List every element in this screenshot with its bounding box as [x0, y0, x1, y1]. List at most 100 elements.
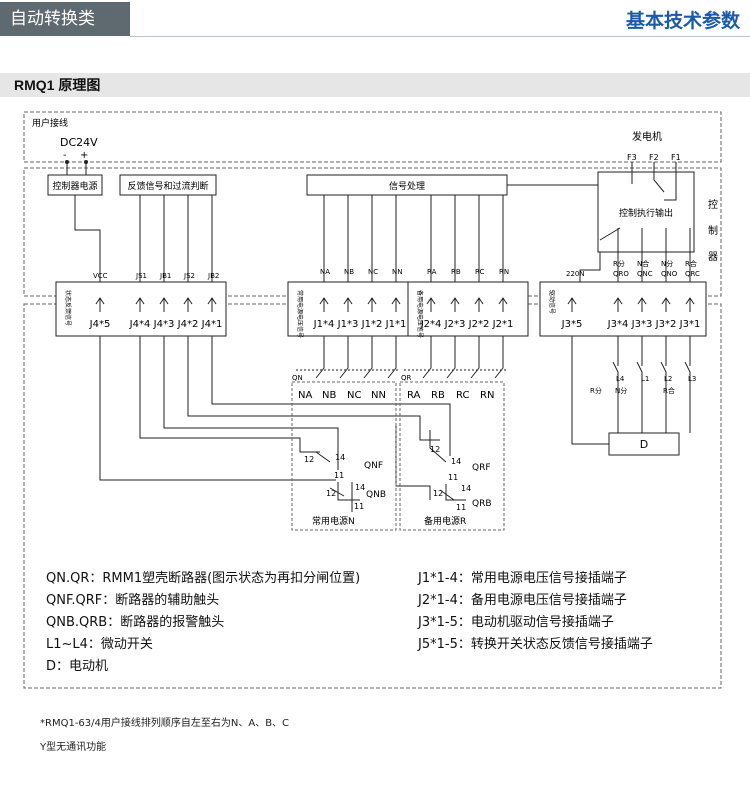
- j2-side-label: 备用电源电压信号: [416, 290, 424, 338]
- breaker-r-pole-n: RN: [480, 390, 494, 401]
- pin-J1-3: J1*3: [337, 297, 358, 330]
- svg-text:J2*2: J2*2: [468, 319, 490, 330]
- motor-box: [608, 432, 680, 456]
- qrb-c11: 11: [456, 503, 466, 512]
- svg-text:J3*5: J3*5: [561, 319, 583, 330]
- switch-l1-state: N分: [615, 386, 627, 395]
- svg-text:J2*4: J2*4: [420, 319, 442, 330]
- user-wiring-frame: [23, 111, 722, 163]
- js2-label: JS2: [183, 272, 195, 280]
- legend-right-4: J5*1-5：转换开关状态反馈信号接插端子: [418, 637, 653, 652]
- svg-text:J4*4: J4*4: [129, 319, 151, 330]
- qrf-label: QRF: [472, 463, 491, 473]
- j1-side-label: 常用电源电压信号: [296, 290, 304, 338]
- breaker-n-pole-a: NA: [298, 390, 312, 401]
- exec-box-label: 控制执行输出: [619, 207, 673, 219]
- switch-3: [684, 336, 691, 433]
- svg-text:J2*3: J2*3: [444, 319, 466, 330]
- na-top-label: NA: [320, 268, 330, 276]
- breaker-r-pole-c: RC: [456, 390, 469, 401]
- qrb-contact: [439, 484, 466, 501]
- pin-J1-1: J1*1: [385, 297, 407, 330]
- j3-5-to-motor: [571, 336, 609, 445]
- switch-l2-state: R合: [663, 386, 675, 395]
- js1-wire: [139, 336, 320, 453]
- connector-j2: [407, 281, 529, 337]
- n-pole-link-3: [387, 336, 397, 379]
- qnf-c11: 11: [334, 471, 344, 480]
- qrf-c14: 14: [451, 457, 461, 466]
- breaker-r-pole-b: RB: [431, 390, 445, 401]
- j4-side-label: 状态反馈信号: [64, 290, 72, 326]
- svg-text:J4*3: J4*3: [153, 319, 175, 330]
- ra-top-label: RA: [427, 268, 437, 276]
- dc-plus-label: +: [80, 150, 88, 161]
- connector-j4: [55, 281, 227, 337]
- pin-J4-2: J4*2: [177, 297, 198, 330]
- n-pole-link-0: [315, 336, 325, 379]
- svg-text:J1*4: J1*4: [313, 319, 335, 330]
- motor-label: D: [640, 438, 648, 451]
- svg-text:J1*2: J1*2: [361, 319, 383, 330]
- svg-text:J1*1: J1*1: [385, 319, 407, 330]
- legend-left-2: QNF.QRF：断路器的辅助触头: [46, 593, 220, 608]
- out4-top: R合: [685, 259, 697, 268]
- qnb-c14: 14: [355, 483, 365, 492]
- pin-J3-5: J3*5: [561, 297, 583, 330]
- r-pole-link-2: [470, 336, 480, 379]
- qrf-c12: 12: [430, 445, 440, 454]
- breaker-n-name: 常用电源N: [312, 515, 355, 527]
- out1-top: R分: [613, 259, 625, 268]
- header-rule: [130, 36, 750, 37]
- note-1: *RMQ1-63/4用户接线排列顺序自左至右为N、A、B、C: [40, 718, 290, 729]
- js1-label: JS1: [135, 272, 147, 280]
- connector-j3: [539, 281, 707, 337]
- switch-l3-name: L3: [688, 375, 696, 383]
- generator-label: 发电机: [632, 130, 662, 143]
- out1-bottom: QRO: [613, 270, 629, 278]
- controller-label-3: 器: [708, 251, 718, 263]
- rb-top-label: RB: [451, 268, 461, 276]
- breaker-r-pole-a: RA: [407, 390, 421, 401]
- pin-J3-2: J3*2: [655, 297, 677, 330]
- svg-text:J3*2: J3*2: [655, 319, 677, 330]
- breaker-n-frame: [291, 381, 397, 531]
- jb1-wire: [163, 336, 339, 452]
- out2-top: N合: [637, 259, 649, 268]
- controller-label-2: 制: [708, 224, 718, 237]
- dc-wires: [66, 162, 87, 175]
- out2-bottom: QNC: [637, 270, 653, 278]
- legend-left-5: D：电动机: [46, 659, 109, 674]
- breaker-r-name: 备用电源R: [424, 515, 466, 527]
- note-2: Y型无通讯功能: [40, 742, 107, 753]
- vcc-common: [99, 336, 336, 481]
- pin-J4-4: J4*4: [129, 297, 151, 330]
- qrb-c12: 12: [433, 489, 443, 498]
- j3-side-label: 驱动信号: [548, 290, 556, 314]
- pin-J2-2: J2*2: [468, 297, 490, 330]
- js2-wire: [187, 336, 440, 441]
- rc-top-label: RC: [475, 268, 485, 276]
- r-pole-link-3: [494, 336, 504, 379]
- svg-text:J4*1: J4*1: [201, 319, 223, 330]
- pin-J2-4: J2*4: [420, 297, 442, 330]
- legend-left-1: QN.QR：RMM1塑壳断路器(图示状态为再扣分闸位置): [46, 571, 361, 586]
- pin-J4-1: J4*1: [201, 297, 223, 330]
- breaker-r-frame: [399, 381, 505, 531]
- qrb-label: QRB: [472, 499, 492, 509]
- signal-box-label: 信号处理: [389, 180, 425, 192]
- switch-1: [636, 336, 643, 433]
- switch-l2-name: L2: [664, 375, 672, 383]
- nn-top-label: NN: [392, 268, 402, 276]
- svg-text:J3*4: J3*4: [607, 319, 629, 330]
- gen-terminal-f3: F3: [627, 153, 637, 162]
- breaker-n-pole-c: NC: [347, 390, 361, 401]
- pin-J2-3: J2*3: [444, 297, 466, 330]
- controller-power-label: 控制器电源: [52, 180, 97, 192]
- pin-J1-4: J1*4: [313, 297, 335, 330]
- legend-left-4: L1~L4：微动开关: [46, 637, 153, 652]
- jb1-label: JB1: [159, 272, 171, 280]
- qnb-contact: [329, 482, 353, 512]
